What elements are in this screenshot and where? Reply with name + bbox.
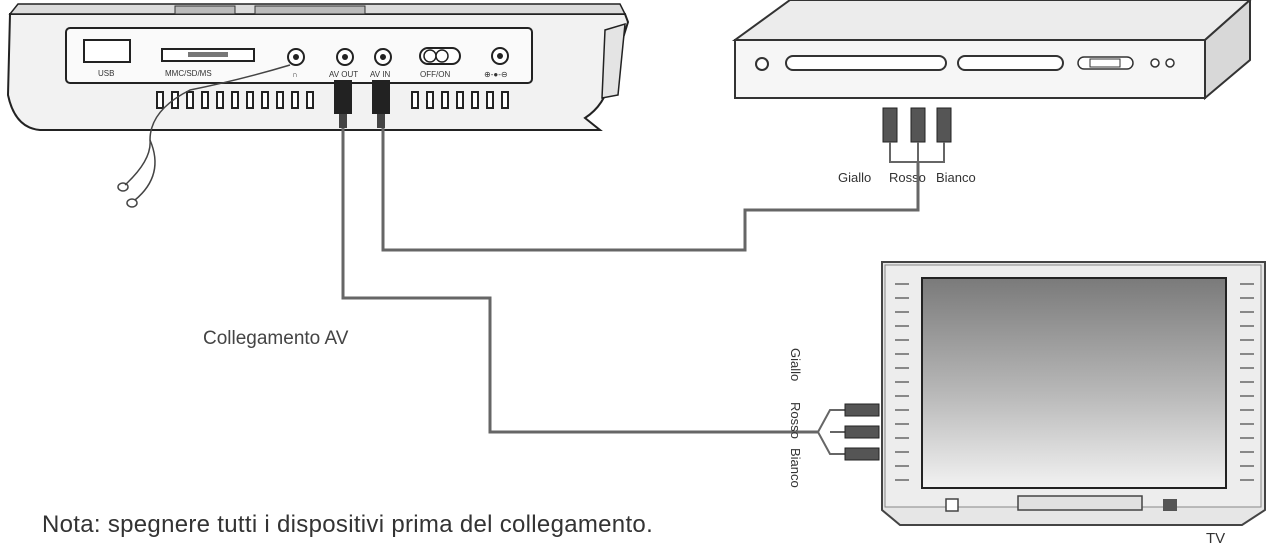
tv — [881, 261, 1266, 526]
card-slot-label: MMC/SD/MS — [165, 69, 212, 78]
earphones-icon — [117, 64, 291, 208]
av-out-label: AV OUT — [329, 70, 358, 79]
tv-cable-giallo: Giallo — [788, 348, 803, 381]
usb-port — [83, 39, 131, 63]
connection-label: Collegamento AV — [203, 328, 349, 349]
dvd-player — [731, 0, 1252, 101]
dc-label: ⊕-●-⊖ — [484, 70, 508, 79]
power-label: OFF/ON — [420, 70, 450, 79]
tv-cable-bianco: Bianco — [788, 448, 803, 488]
dvd-cable-rosso: Rosso — [889, 170, 926, 185]
tv-screen — [921, 277, 1227, 489]
tv-cable-rosso: Rosso — [788, 402, 803, 439]
player-av-plugs — [334, 80, 390, 128]
usb-label: USB — [98, 69, 114, 78]
dvd-disc-tray — [785, 55, 947, 71]
tv-label: TV — [1206, 530, 1225, 547]
dvd-rca-plugs — [882, 107, 952, 163]
note-text: Nota: spegnere tutti i dispositivi prima… — [42, 511, 653, 538]
dvd-power-icon — [755, 57, 769, 71]
dvd-cable-giallo: Giallo — [838, 170, 871, 185]
av-cables — [341, 128, 920, 434]
headphone-icon: ∩ — [292, 70, 298, 79]
dvd-cable-bianco: Bianco — [936, 170, 976, 185]
tv-rca-plugs — [817, 403, 880, 461]
av-in-label: AV IN — [370, 70, 391, 79]
portable-player: USB MMC/SD/MS ∩ AV OUT AV IN OFF/ON ⊕-●-… — [6, 3, 630, 208]
